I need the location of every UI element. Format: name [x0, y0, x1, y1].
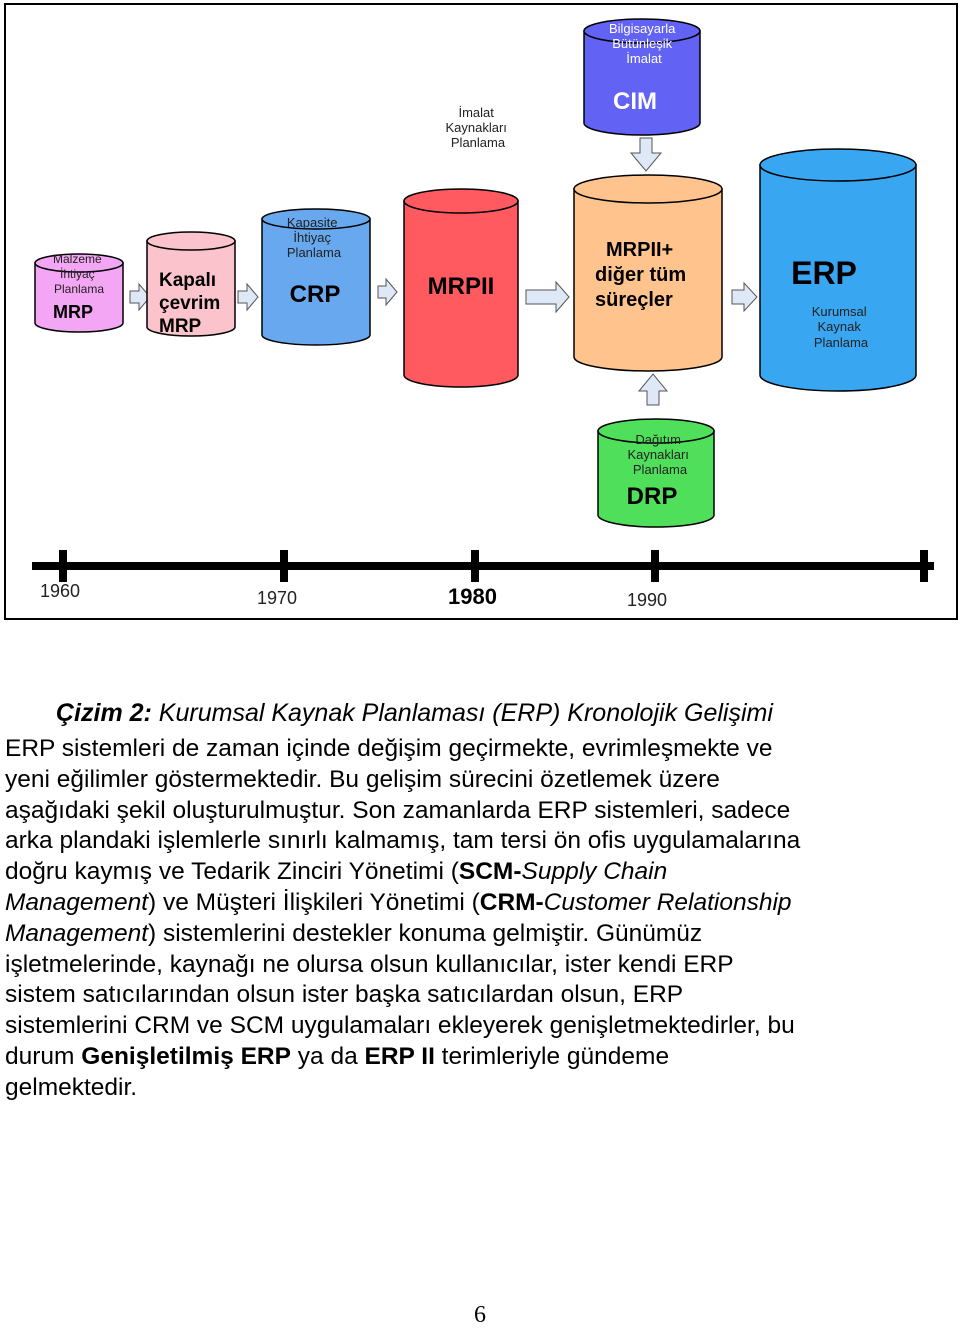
- closed-loop-line: MRP: [159, 316, 202, 337]
- year-1990: 1990: [627, 590, 667, 610]
- figure-caption: Çizim 2: Kurumsal Kaynak Planlaması (ERP…: [56, 699, 773, 728]
- erp-desc-line: Planlama: [814, 335, 869, 350]
- text-run: doğru kaymış ve Tedarik Zinciri Yönetimi…: [5, 858, 459, 886]
- svg-text:Malzeme İhtiyaç Pl: Malzeme İhtiyaç Planlama: [53, 252, 105, 296]
- crp-cylinder: Kapasite İhtiyaç Planlama CRP: [261, 208, 371, 346]
- paragraph-line: sistemlerini CRM ve SCM uygulamaları ekl…: [5, 1012, 795, 1040]
- text-run: ) sistemlerini destekler konuma gelmişti…: [148, 919, 703, 947]
- paragraph-line: işletmelerinde, kaynağı ne olursa olsun …: [5, 950, 734, 978]
- year-1980: 1980: [448, 584, 497, 609]
- timeline: 1960 1970 1980 1990: [32, 550, 934, 610]
- mrp-desc-line: İhtiyaç: [60, 267, 95, 281]
- flow-arrow: [525, 280, 570, 314]
- drp-desc-line: Dağıtım: [635, 432, 681, 447]
- mrpii-plus-line: MRPII+: [606, 239, 673, 261]
- mrp-desc-line: Malzeme: [53, 252, 102, 266]
- flow-arrow: [731, 281, 758, 313]
- timeline-axis: [32, 562, 934, 570]
- paragraph-line: gelmektedir.: [5, 1073, 138, 1101]
- cim-label: CIM: [613, 88, 657, 115]
- closed-loop-line: Kapalı: [159, 270, 216, 291]
- mrpii-plus-cylinder: MRPII+ diğer tüm süreçler: [573, 174, 723, 372]
- crp-desc-line: İhtiyaç: [293, 230, 331, 245]
- mrp-cylinder: Malzeme İhtiyaç Planlama MRP: [34, 252, 124, 333]
- text-run: durum: [5, 1042, 82, 1070]
- svg-text:MRPII+ diğer tüm s: MRPII+ diğer tüm süreçler: [595, 239, 692, 311]
- down-arrow: [629, 137, 663, 172]
- paragraph-line: ERP sistemleri de zaman içinde değişim g…: [5, 735, 773, 762]
- crp-desc-line: Planlama: [287, 245, 342, 260]
- timeline-tick: [920, 550, 928, 582]
- bold-run: CRM-: [479, 888, 544, 916]
- closed-loop-mrp-cylinder: Kapalı çevrim MRP: [146, 231, 236, 337]
- page-number: 6: [474, 1302, 486, 1328]
- flow-arrow: [237, 282, 259, 312]
- mrp-label: MRP: [53, 302, 93, 322]
- timeline-tick: [651, 550, 659, 582]
- text-run: ya da: [290, 1042, 365, 1070]
- drp-desc-line: Kaynakları: [627, 447, 688, 462]
- erp-cylinder: ERP Kurumsal Kaynak Planlama: [759, 148, 917, 392]
- mrpii-label: MRPII: [428, 273, 495, 300]
- year-1960: 1960: [40, 581, 80, 601]
- bold-run: Genişletilmiş ERP: [81, 1042, 291, 1070]
- erp-desc-line: Kaynak: [818, 319, 862, 334]
- italic-run: Supply Chain: [521, 858, 668, 886]
- cim-cylinder: Bilgisayarla Bütünleşik İmalat CIM: [583, 18, 701, 136]
- crp-label: CRP: [290, 281, 341, 308]
- year-1970: 1970: [257, 588, 297, 608]
- closed-loop-line: çevrim: [159, 293, 220, 314]
- flow-arrow: [129, 282, 151, 312]
- mrpii-plus-line: süreçler: [595, 289, 673, 311]
- drp-cylinder: Dağıtım Kaynakları Planlama DRP: [597, 418, 715, 528]
- svg-text:İmalat Kaynakları Plan: İmalat Kaynakları Planlama: [445, 105, 510, 150]
- paragraph-line: arka plandaki işlemlerle sınırlı kalmamı…: [5, 827, 801, 855]
- paragraph-line: Management) ve Müşteri İlişkileri Yöneti…: [5, 888, 950, 919]
- svg-text:Kurumsal Kaynak Pl: Kurumsal Kaynak Planlama: [812, 304, 871, 350]
- imalat-kaynaklari-line: Planlama: [451, 135, 506, 150]
- text-run: ) ve Müşteri İlişkileri Yönetimi (: [148, 888, 480, 916]
- italic-run: Management: [5, 919, 149, 947]
- up-arrow: [637, 373, 669, 406]
- paragraph-line: sistem satıcılarından olsun ister başka …: [5, 981, 684, 1009]
- italic-run: Management: [5, 888, 149, 916]
- svg-text:Dağıtım Kaynakları: Dağıtım Kaynakları Planlama: [627, 432, 692, 477]
- italic-run: Customer Relationship: [543, 888, 792, 916]
- imalat-kaynaklari-line: İmalat: [458, 105, 494, 120]
- paragraph-line: doğru kaymış ve Tedarik Zinciri Yönetimi…: [5, 857, 950, 888]
- crp-desc-line: Kapasite: [287, 215, 338, 230]
- imalat-kaynaklari-line: Kaynakları: [445, 120, 506, 135]
- erp-evolution-diagram: Malzeme İhtiyaç Planlama MRP Kapalı çevr…: [32, 18, 934, 610]
- paragraph-line: Management) sistemlerini destekler konum…: [5, 919, 950, 950]
- mrpii-plus-line: diğer tüm: [595, 264, 686, 286]
- drp-label: DRP: [627, 483, 678, 510]
- cim-desc-line: İmalat: [626, 51, 662, 66]
- paragraph-line: durum Genişletilmiş ERP ya da ERP II ter…: [5, 1042, 950, 1073]
- timeline-tick: [280, 550, 288, 582]
- bold-run: SCM-: [458, 858, 522, 886]
- erp-desc-line: Kurumsal: [812, 304, 867, 319]
- timeline-tick: [471, 550, 479, 582]
- drp-desc-line: Planlama: [633, 462, 688, 477]
- body-paragraph: ERP sistemleri de zaman içinde değişim g…: [5, 734, 950, 1104]
- paragraph-line: aşağıdaki şekil oluşturulmuştur. Son zam…: [5, 796, 791, 824]
- bold-run: ERP II: [364, 1042, 435, 1070]
- paragraph-line: yeni eğilimler göstermektedir. Bu gelişi…: [5, 765, 720, 793]
- mrp-desc-line: Planlama: [54, 282, 104, 296]
- caption-text: Kurumsal Kaynak Planlaması (ERP) Kronolo…: [151, 699, 773, 727]
- erp-label: ERP: [791, 255, 857, 291]
- cim-desc-line: Bilgisayarla: [609, 21, 676, 36]
- erp-evolution-figure: Malzeme İhtiyaç Planlama MRP Kapalı çevr…: [4, 3, 958, 620]
- svg-text:Bilgisayarla Bütünleşik: Bilgisayarla Bütünleşik İmalat: [609, 21, 679, 66]
- timeline-tick: [59, 550, 67, 582]
- mrpii-cylinder: MRPII: [403, 188, 519, 388]
- flow-arrow: [377, 277, 398, 307]
- cim-desc-line: Bütünleşik: [612, 36, 672, 51]
- text-run: terimleriyle gündeme: [434, 1042, 670, 1070]
- svg-text:Kapalı çevrim MRP: Kapalı çevrim MRP: [159, 270, 226, 337]
- svg-text:Kapasite İhtiyaç P: Kapasite İhtiyaç Planlama: [287, 215, 342, 260]
- caption-label: Çizim 2:: [56, 699, 152, 727]
